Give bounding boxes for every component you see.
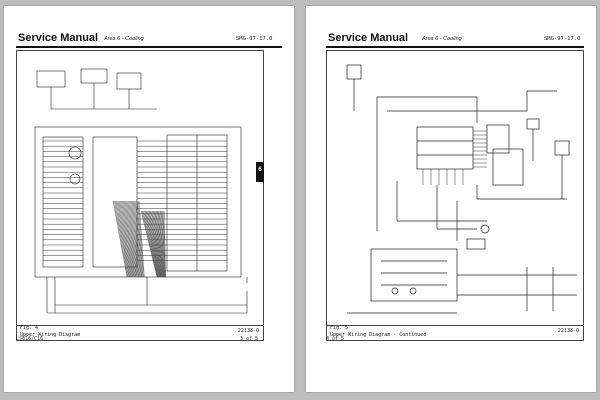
wire (114, 200, 129, 278)
area-label: Area 6 - Cooling (104, 36, 144, 42)
wire (129, 200, 139, 278)
wiring-diagram (16, 50, 264, 326)
page-title: Service Manual (18, 32, 99, 44)
wire (145, 210, 159, 278)
wire (155, 210, 163, 278)
wire (126, 200, 137, 278)
wire (136, 200, 143, 278)
wire (144, 210, 159, 278)
wire (129, 200, 138, 278)
wire (156, 210, 164, 278)
wire (141, 210, 158, 278)
wire (138, 200, 145, 278)
wire (137, 200, 144, 278)
wiring-diagram-drawing (346, 64, 577, 314)
wire (120, 200, 133, 278)
wire (164, 210, 166, 278)
wire (153, 210, 162, 278)
wire (132, 200, 141, 278)
figure-number: Fig. 4 (20, 325, 39, 331)
header-rule (16, 46, 282, 48)
section-tab[interactable] (256, 162, 264, 182)
wire (122, 200, 134, 278)
wire (146, 210, 160, 278)
wire (143, 210, 159, 278)
wire (135, 200, 143, 278)
figure-number: Fig. 5 (330, 325, 349, 331)
section-tab-label: 6 (258, 167, 262, 173)
wire (138, 200, 144, 278)
wiring-diagram-drawing (34, 68, 248, 314)
footer-code: LS816/C16 (16, 336, 44, 342)
wire (163, 210, 166, 278)
wire (112, 200, 128, 278)
wire (144, 210, 159, 278)
wire (157, 210, 164, 278)
wire (118, 200, 131, 278)
wire (152, 210, 162, 278)
wire (127, 200, 137, 278)
wire (160, 210, 165, 278)
page-number: 3 of 5 (239, 336, 258, 342)
wire (159, 210, 165, 278)
page-title: Service Manual (328, 32, 409, 44)
wire (130, 200, 140, 278)
document-code: SMG-97-17.0 (544, 36, 581, 42)
wire (121, 200, 134, 278)
figure-code: 22138-0 (557, 328, 579, 334)
wire (125, 200, 136, 278)
wire (156, 210, 163, 278)
wire (116, 200, 130, 278)
wire (147, 210, 160, 278)
wire (123, 200, 135, 278)
wire (124, 200, 135, 278)
wire (160, 210, 165, 278)
wire (120, 200, 132, 278)
wire (117, 200, 131, 278)
wire (154, 210, 163, 278)
figure-title: Upper Wiring Diagram - Continued (330, 332, 427, 338)
right-manual-page: Service Manual Area 6 - Cooling SMG-97-1… (306, 6, 596, 392)
figure-caption: Fig. 5 Upper Wiring Diagram - Continued … (326, 324, 584, 341)
wire (142, 210, 158, 278)
wire (161, 210, 165, 278)
document-code: SMG-97-17.0 (236, 36, 273, 42)
wire (140, 210, 158, 278)
wire (149, 210, 161, 278)
page-number: 4 of 5 (326, 336, 345, 342)
wire (128, 200, 138, 278)
wire (152, 210, 162, 278)
wire (148, 210, 161, 278)
left-manual-page: Service Manual Area 6 - Cooling SMG-97-1… (4, 6, 294, 392)
wire (150, 210, 161, 278)
wire (133, 200, 141, 278)
wire (115, 200, 129, 278)
wire (151, 210, 162, 278)
wire (119, 200, 132, 278)
wire (162, 210, 166, 278)
wiring-diagram-continued (326, 50, 584, 326)
figure-title: Upper Wiring Diagram (20, 332, 81, 338)
figure-caption: Fig. 4 Upper Wiring Diagram 22138-0 (16, 324, 264, 341)
wire (131, 200, 140, 278)
wire (113, 200, 128, 278)
figure-code: 22138-0 (237, 328, 259, 334)
wire (134, 200, 142, 278)
header-rule (326, 46, 584, 48)
wire (148, 210, 160, 278)
wire (158, 210, 164, 278)
area-label: Area 6 - Cooling (422, 36, 462, 42)
